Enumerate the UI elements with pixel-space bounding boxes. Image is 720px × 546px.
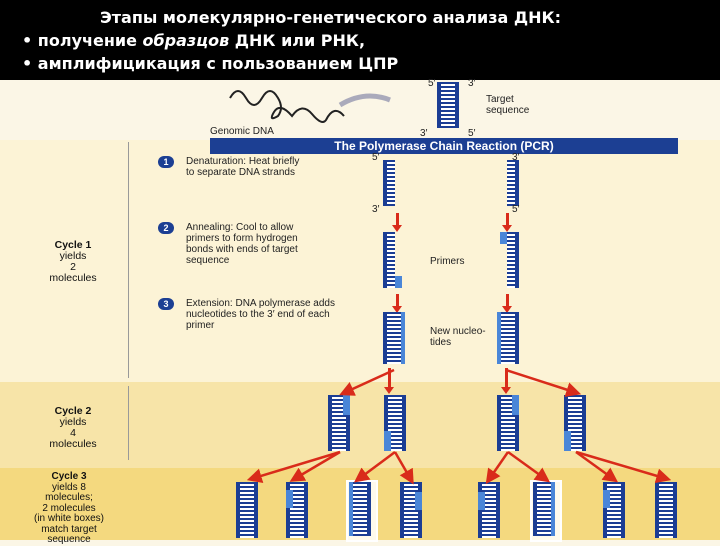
cycle2-title: Cycle 2: [54, 405, 92, 417]
cycle2-molecule: [384, 395, 406, 451]
primers-label: Primers: [430, 256, 465, 267]
step-number: 2: [158, 222, 174, 234]
prime-label: 5′: [372, 152, 380, 163]
step-extension: Extension: DNA polymerase adds nucleotid…: [186, 298, 335, 331]
single-strand-left: [383, 160, 405, 206]
cycle1-line: molecules: [49, 272, 97, 284]
cycle2-line: yields: [59, 416, 87, 428]
prime-label: 3′: [512, 152, 520, 163]
pcr-banner: The Polymerase Chain Reaction (PCR): [210, 138, 678, 154]
step-number: 3: [158, 298, 174, 310]
cycle3-line: 2 molecules: [42, 502, 96, 514]
bullet-amplification: • амплифицикация с пользованием ЦПР: [22, 54, 399, 73]
cycle1-title: Cycle 1: [54, 239, 92, 251]
cycle2-molecule: [497, 395, 519, 451]
cycle3-line: (in white boxes): [33, 513, 105, 524]
cycle3-molecule: [603, 482, 625, 538]
cycle1-line: 2: [70, 261, 76, 273]
arrow-down: [392, 294, 402, 313]
cycle1-line: yields: [59, 250, 87, 262]
cycle3-molecule: [286, 482, 308, 538]
prime-label: 3′: [372, 204, 380, 215]
single-strand-right: [497, 160, 519, 206]
cycle3-molecule: [655, 482, 677, 538]
prime-label: 5′: [468, 128, 476, 139]
cycle3-target-molecule: [349, 482, 371, 536]
cycle2-line: 4: [70, 427, 76, 439]
target-sequence-label: Target sequence: [486, 94, 530, 116]
target-dna-strand: [437, 82, 459, 128]
cycle2-molecule: [328, 395, 350, 451]
cycle2-line: molecules: [49, 438, 97, 450]
cycle3-title: Cycle 3: [51, 471, 87, 482]
bullet1-post: ДНК или РНК,: [229, 31, 366, 50]
cycle2-band: [0, 382, 720, 468]
cycle3-molecule: [236, 482, 258, 538]
step-denaturation: Denaturation: Heat briefly to separate D…: [186, 156, 300, 178]
cycle2-bracket: [128, 386, 133, 460]
cycle1-bracket: [128, 142, 133, 378]
bullet-samples: • получение образцов ДНК или РНК,: [22, 31, 365, 50]
prime-label: 5′: [428, 78, 436, 89]
cycle3-line: molecules;: [45, 492, 93, 503]
new-nucleotides-label: New nucleo- tides: [430, 326, 486, 348]
arrow-down: [392, 213, 402, 232]
extended-strand-left: [383, 312, 405, 364]
cycle2-molecule: [564, 395, 586, 451]
cycle3-molecule: [478, 482, 500, 538]
annealed-strand-right: [497, 232, 519, 288]
cycle3-line: match target: [41, 523, 97, 535]
prime-label: 3′: [420, 128, 428, 139]
pcr-figure: Genomic DNA 5′ 3′ 3′ 5′ Target sequence …: [0, 78, 720, 545]
step-number: 1: [158, 156, 174, 168]
arrow-down: [502, 213, 512, 232]
genomic-dna-label: Genomic DNA: [210, 126, 274, 137]
arrow-down: [502, 294, 512, 313]
cycle3-target-molecule: [533, 482, 555, 536]
arrow-down: [384, 368, 394, 394]
cycle3-line: yields 8: [52, 481, 86, 493]
bullet1-italic: образцов: [142, 31, 230, 50]
cycle1-text: Cycle 1 yields 2 molecules: [18, 240, 128, 284]
cycle2-text: Cycle 2 yields 4 molecules: [18, 406, 128, 450]
bullet1-pre: • получение: [22, 31, 143, 50]
genomic-dna-icon: [229, 90, 391, 123]
arrow-down: [501, 368, 511, 394]
step-annealing: Annealing: Cool to allow primers to form…: [186, 222, 298, 266]
fanout-arrows: [246, 368, 672, 485]
annealed-strand-left: [383, 232, 405, 288]
extended-strand-right: [497, 312, 519, 364]
prime-label: 5′: [512, 204, 520, 215]
cycle3-molecule: [400, 482, 422, 538]
slide-header: Этапы молекулярно-генетического анализа …: [0, 0, 720, 80]
slide-title: Этапы молекулярно-генетического анализа …: [100, 8, 562, 27]
prime-label: 3′: [468, 78, 476, 89]
